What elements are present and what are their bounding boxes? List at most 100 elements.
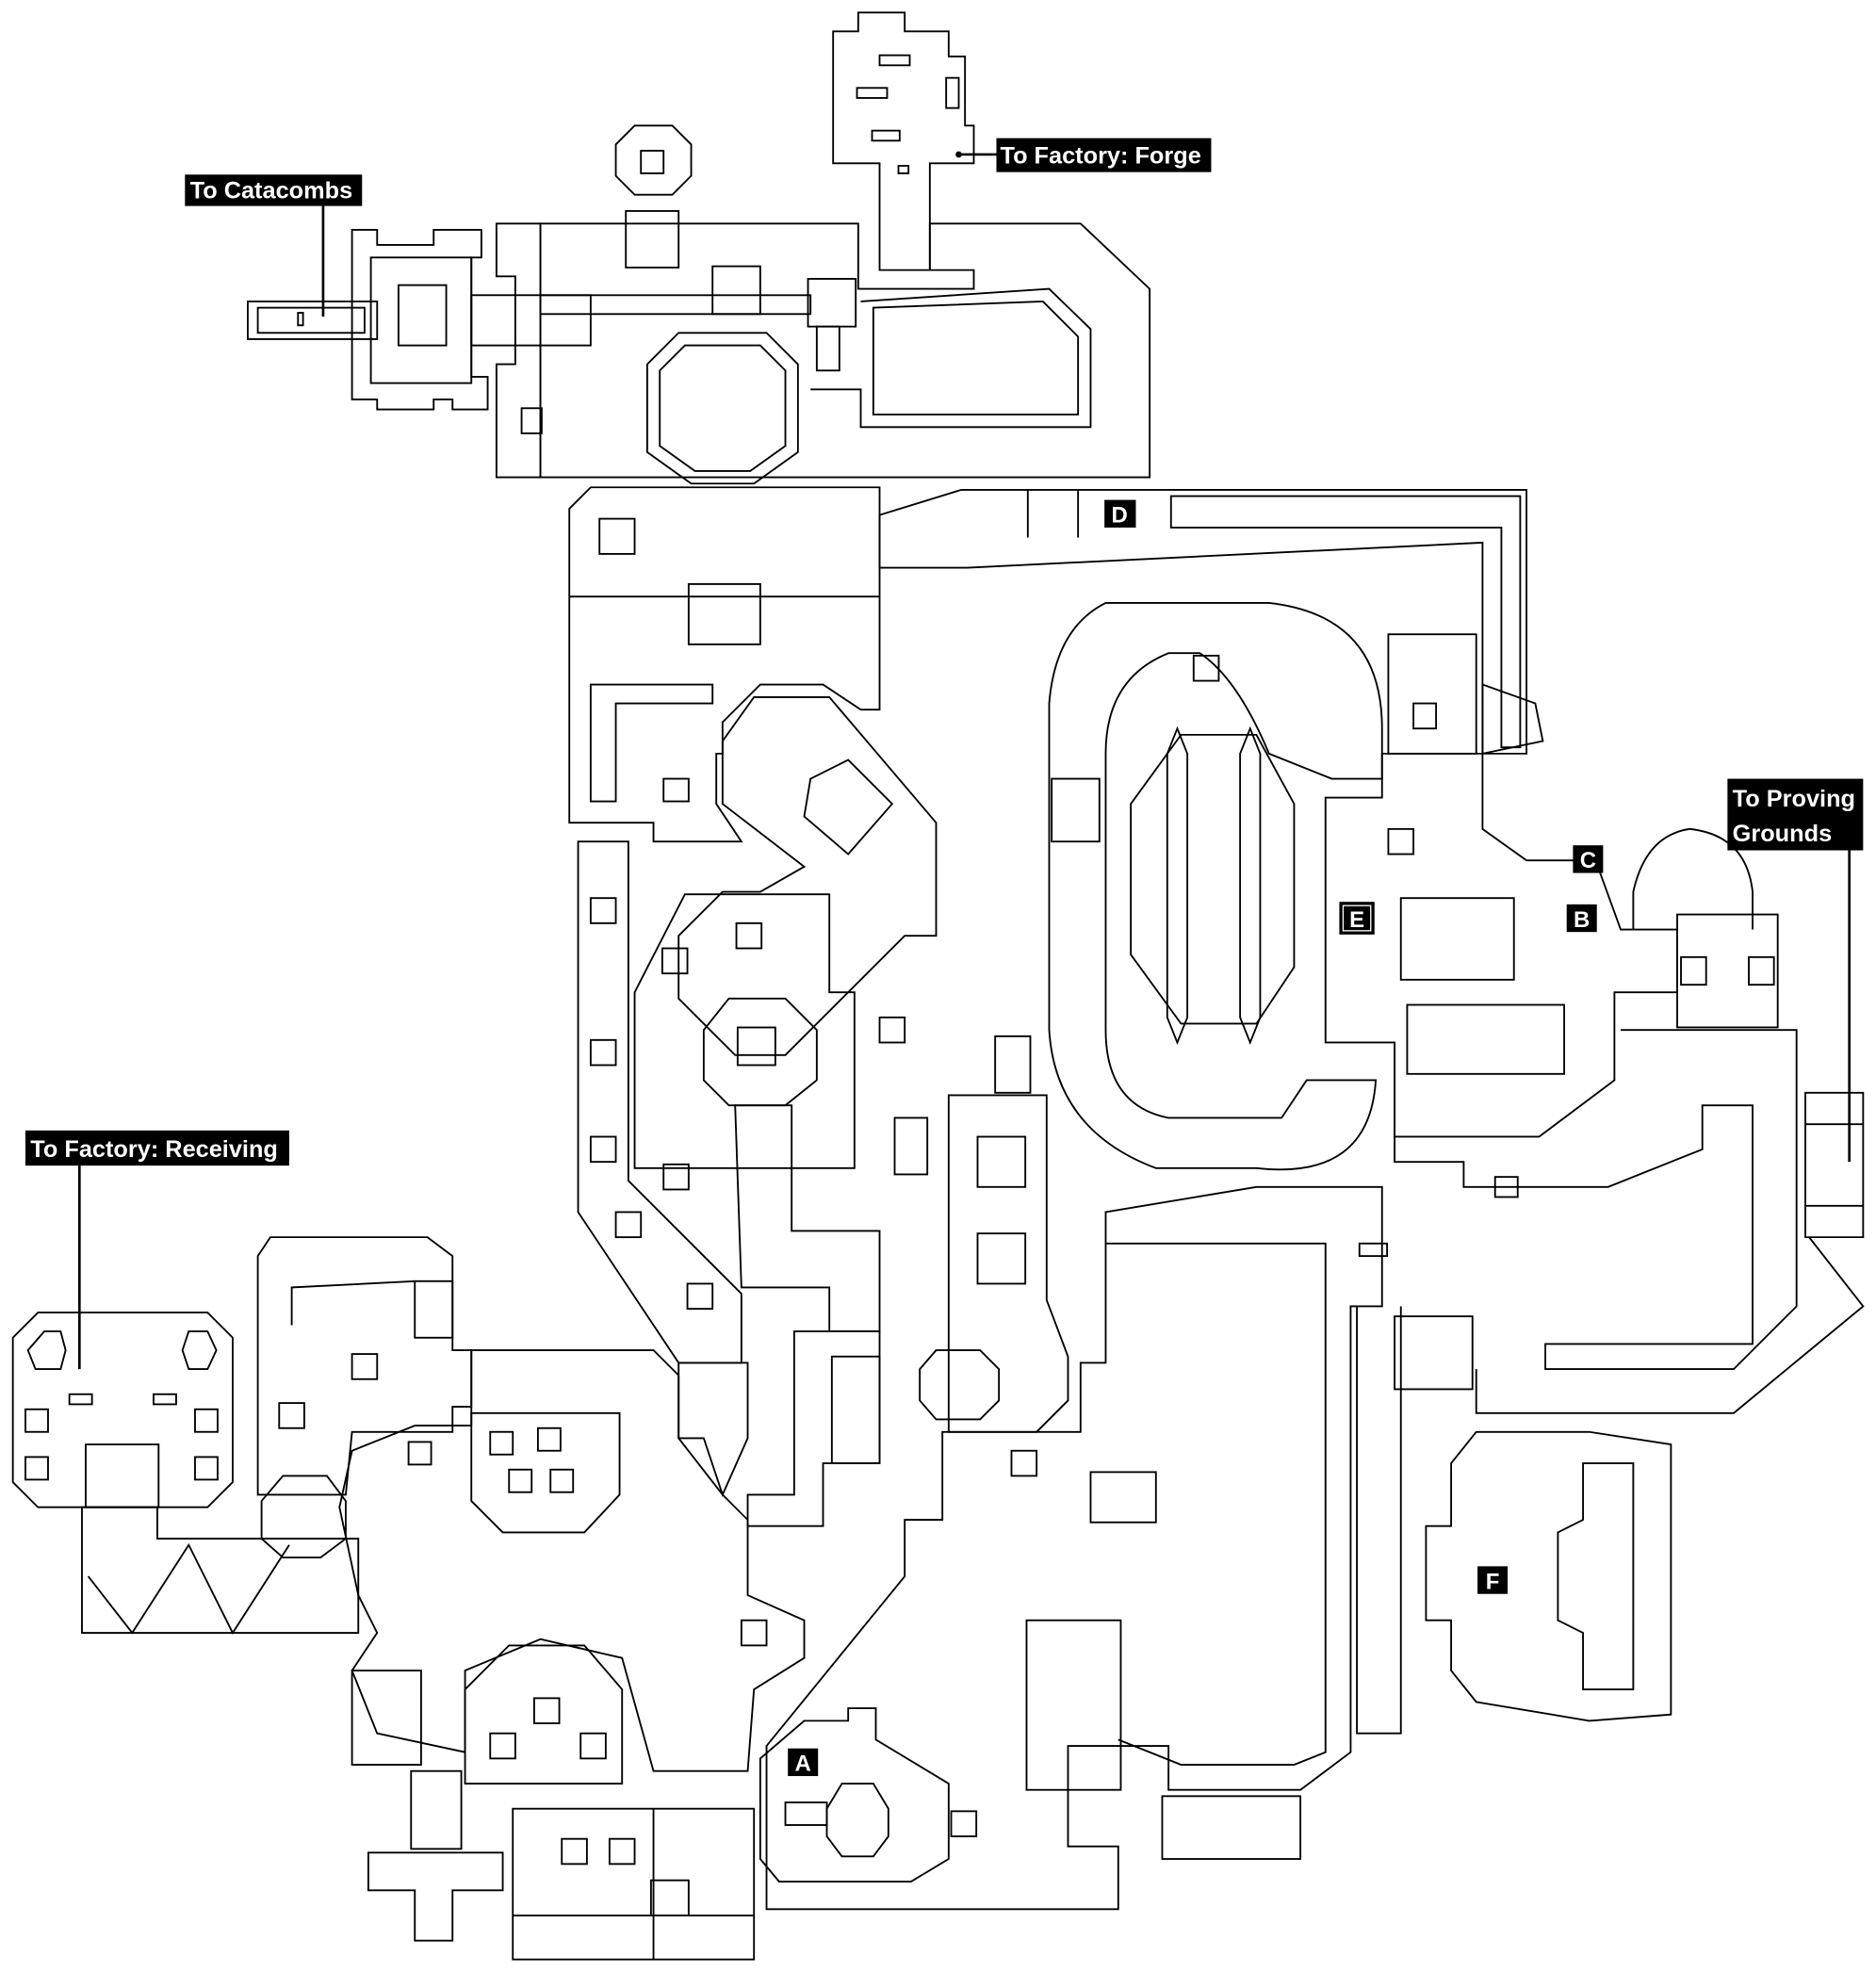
room-f <box>1425 1430 1672 1722</box>
room-detail <box>736 1026 776 1067</box>
room-detail <box>24 1408 49 1433</box>
room-bce-complex <box>1324 752 1678 1138</box>
room-detail <box>351 1670 422 1766</box>
room-detail <box>856 87 889 99</box>
exit-label-receiving[interactable]: To Factory: Receiving <box>24 1130 289 1370</box>
room-detail <box>87 1542 290 1635</box>
marker-f[interactable]: F <box>1477 1566 1509 1594</box>
exit-label-forge[interactable]: To Factory: Forge <box>955 138 1212 172</box>
room-stairs-mid <box>746 1330 881 1527</box>
marker-background <box>1104 499 1136 528</box>
room-detail <box>950 1810 978 1837</box>
room-detail <box>1748 955 1775 986</box>
room-round-stairs <box>1632 827 1754 930</box>
room-detail <box>1493 1176 1519 1198</box>
stairs <box>414 1279 454 1339</box>
room-octagon-upper <box>645 332 799 485</box>
marker-d[interactable]: D <box>1104 499 1136 529</box>
marker-a[interactable]: A <box>788 1748 819 1777</box>
room-pod-2 <box>464 1644 624 1785</box>
room-detail <box>1387 827 1415 856</box>
room-detail <box>153 1393 177 1406</box>
room-octagon-mid <box>702 997 818 1107</box>
marker-inner-border <box>1342 905 1372 932</box>
room-west-lobby <box>338 1349 806 1772</box>
room-oval-inner <box>1130 733 1296 1025</box>
room-a <box>759 1707 950 1882</box>
corridor-proving <box>1394 1029 1798 1371</box>
room-detail <box>407 1441 432 1466</box>
exit-receiving-text: To Factory: Receiving <box>30 1136 278 1163</box>
room-detail <box>194 1456 219 1481</box>
exit-proving-text-2: Grounds <box>1733 821 1832 847</box>
exit-label-catacombs[interactable]: To Catacombs <box>185 174 363 317</box>
stairs <box>1406 1003 1565 1075</box>
room-detail <box>649 1879 690 1916</box>
room-detail <box>539 294 812 316</box>
room-detail <box>1089 1471 1157 1524</box>
room-upper-hall <box>539 222 1151 479</box>
room-west-hall <box>577 840 742 1364</box>
room-receiving-south <box>81 1506 360 1634</box>
room-detail <box>825 1783 889 1858</box>
room-detail <box>659 344 787 472</box>
room-octagon-small <box>919 1349 1001 1421</box>
room-detail <box>893 1116 929 1176</box>
room-pillar-top <box>614 124 693 196</box>
room-catacombs-hall <box>351 229 489 411</box>
marker-e[interactable]: E <box>1339 902 1375 935</box>
room-center-column <box>947 1094 1069 1433</box>
marker-c[interactable]: C <box>1573 845 1604 873</box>
room-detail <box>589 897 617 924</box>
room-detail <box>1394 1315 1474 1391</box>
room-detail <box>561 1837 588 1866</box>
room-detail <box>815 325 840 372</box>
label-background <box>1727 778 1864 851</box>
room-mid-loop <box>633 893 856 1169</box>
marker-a-text: A <box>795 1752 811 1777</box>
room-detail <box>589 1038 617 1067</box>
exit-label-proving-grounds[interactable]: To Proving Grounds <box>1727 778 1864 1163</box>
room-detail <box>1010 1449 1038 1477</box>
room-detail <box>351 1353 379 1380</box>
room-detail <box>85 1443 160 1508</box>
room-detail <box>369 256 473 384</box>
room-detail <box>897 165 910 174</box>
room-detail <box>945 76 960 109</box>
stairs <box>1161 1795 1302 1860</box>
marker-b[interactable]: B <box>1566 904 1597 933</box>
room-detail <box>68 1393 93 1406</box>
room-detail <box>803 758 894 856</box>
marker-f-text: F <box>1486 1569 1500 1594</box>
room-detail <box>508 1468 533 1493</box>
stairs <box>830 1355 881 1465</box>
room-detail <box>625 210 680 269</box>
room-detail <box>26 1330 67 1371</box>
pillar-right <box>1239 725 1262 1046</box>
room-detail <box>470 294 592 347</box>
label-background <box>185 174 363 206</box>
room-detail <box>24 1456 49 1481</box>
room-detail <box>735 921 763 950</box>
room-catacombs-entry <box>247 301 379 340</box>
room-detail <box>549 1468 575 1493</box>
room-detail <box>410 1769 463 1850</box>
room-detail <box>740 1619 768 1647</box>
room-detail <box>1680 955 1707 986</box>
room-detail <box>871 129 901 142</box>
room-detail <box>640 150 665 174</box>
room-detail <box>872 301 1080 416</box>
room-detail <box>608 1837 636 1866</box>
room-detail <box>1105 1242 1327 1766</box>
room-sw-bottom <box>512 1807 756 1961</box>
marker-background <box>1477 1566 1509 1594</box>
room-receiving <box>11 1312 234 1508</box>
room-detail <box>1481 683 1544 756</box>
pillar-left <box>1166 725 1189 1046</box>
room-detail <box>1356 1306 1402 1735</box>
corridor-east <box>1475 1236 1865 1414</box>
room-spike <box>677 1361 749 1497</box>
label-background <box>24 1130 289 1166</box>
stairs <box>1051 777 1101 843</box>
room-detail <box>976 1135 1027 1188</box>
